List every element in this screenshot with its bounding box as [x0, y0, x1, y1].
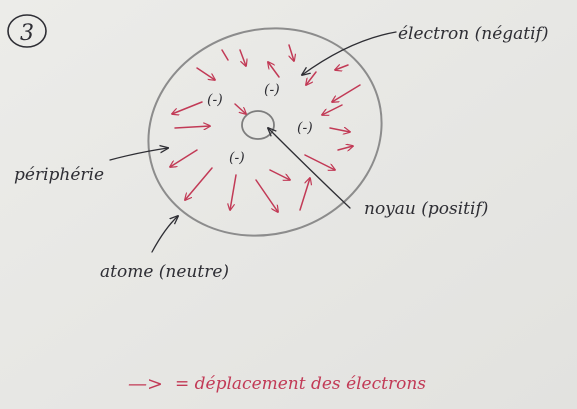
red-arrow — [230, 174, 237, 210]
red-arrow — [239, 49, 246, 66]
electron-pointer — [302, 31, 397, 75]
atom-outline — [147, 27, 383, 237]
red-arrow — [185, 167, 213, 200]
electron-symbol: (-) — [229, 150, 245, 166]
label-peripherie: périphérie — [14, 165, 104, 185]
electron-symbol: (-) — [207, 92, 223, 108]
red-arrow — [234, 103, 246, 114]
noyau-pointer — [268, 128, 351, 209]
label-electron: électron (négatif) — [398, 24, 548, 44]
red-arrow — [329, 128, 350, 132]
legend-text: = déplacement des électrons — [175, 374, 426, 394]
red-arrow — [268, 62, 280, 78]
red-arrow — [170, 149, 198, 167]
red-arrow — [299, 178, 310, 211]
figure-number-text: 3 — [20, 21, 34, 46]
red-arrow — [337, 146, 353, 150]
figure-number: 3 — [7, 14, 47, 48]
label-noyau: noyau (positif) — [364, 199, 488, 219]
electrons: (-) (-) (-) (-) — [207, 82, 313, 166]
red-arrow — [269, 169, 290, 180]
nucleus — [241, 110, 275, 140]
red-arrow — [335, 65, 349, 70]
label-pointers — [109, 31, 397, 253]
label-atome: atome (neutre) — [100, 262, 229, 282]
red-arrow — [304, 154, 335, 170]
red-arrow — [221, 49, 229, 61]
red-arrow — [288, 44, 294, 61]
legend-arrow-symbol: —> — [128, 373, 163, 395]
red-arrow — [255, 179, 278, 212]
electron-symbol: (-) — [297, 120, 313, 136]
red-arrow — [332, 84, 361, 102]
red-arrow — [174, 126, 210, 128]
displacement-arrows — [170, 44, 361, 212]
atome-pointer — [151, 216, 178, 253]
legend: —> = déplacement des électrons — [128, 373, 426, 395]
red-arrow — [322, 104, 343, 115]
red-arrow — [306, 71, 317, 85]
red-arrow — [172, 101, 203, 114]
peripherie-pointer — [109, 148, 168, 161]
red-arrow — [196, 67, 215, 80]
electron-symbol: (-) — [264, 82, 280, 98]
